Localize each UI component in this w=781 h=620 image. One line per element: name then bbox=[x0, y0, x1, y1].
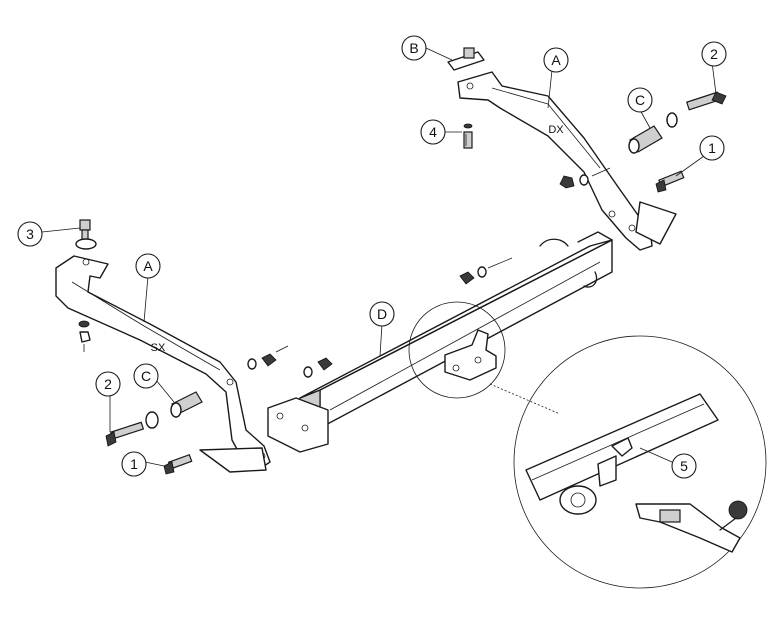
callout-a-right-label: A bbox=[551, 52, 561, 68]
callout-2-right-label: 2 bbox=[710, 46, 718, 62]
callout-a-left: A bbox=[135, 253, 161, 279]
callout-2-left: 2 bbox=[95, 371, 121, 397]
callout-4-label: 4 bbox=[429, 124, 437, 140]
spacer-c-dx bbox=[628, 112, 678, 154]
callout-d: D bbox=[369, 301, 395, 327]
callout-2-right: 2 bbox=[701, 41, 727, 67]
bracket-dx-label: DX bbox=[548, 124, 564, 136]
callout-a-left-label: A bbox=[143, 258, 153, 274]
detail-magnifier bbox=[408, 301, 767, 589]
callout-3-label: 3 bbox=[26, 226, 34, 242]
clip-b bbox=[447, 47, 485, 71]
spacer-c-sx bbox=[145, 391, 203, 429]
bracket-sx-label: SX bbox=[151, 342, 166, 354]
bolt-2-sx bbox=[105, 421, 145, 447]
callout-a-right: A bbox=[543, 47, 569, 73]
callout-c-right-label: C bbox=[635, 92, 645, 108]
crossbar-end-plate bbox=[267, 397, 329, 453]
crossbar-d bbox=[299, 231, 613, 435]
callout-b-label: B bbox=[409, 40, 418, 56]
nut-washer-dx bbox=[559, 167, 611, 189]
callout-d-label: D bbox=[377, 306, 387, 322]
callout-5-label: 5 bbox=[680, 458, 688, 474]
callout-4: 4 bbox=[420, 119, 446, 145]
callout-b: B bbox=[401, 35, 427, 61]
leader-lines bbox=[41, 47, 717, 467]
coupling-bracket-plate bbox=[444, 329, 497, 381]
bracket-sx bbox=[55, 255, 271, 473]
callout-c-left-label: C bbox=[141, 368, 151, 384]
bolt-1-dx bbox=[655, 170, 685, 193]
callout-c-left: C bbox=[133, 363, 159, 389]
nuts-crossbar bbox=[459, 257, 513, 285]
callout-5: 5 bbox=[671, 453, 697, 479]
bolt-4 bbox=[463, 123, 473, 149]
bolt-1-sx bbox=[163, 453, 193, 475]
callout-2-left-label: 2 bbox=[104, 376, 112, 392]
nuts-sx bbox=[247, 345, 333, 378]
bracket-dx bbox=[457, 71, 677, 251]
callout-1-right-label: 1 bbox=[708, 140, 716, 156]
callout-1-right: 1 bbox=[699, 135, 725, 161]
callout-c-right: C bbox=[627, 87, 653, 113]
bolt-2-dx bbox=[686, 91, 727, 111]
callout-3: 3 bbox=[17, 221, 43, 247]
bolt-3 bbox=[75, 219, 97, 250]
callout-1-left-label: 1 bbox=[130, 456, 138, 472]
callout-1-left: 1 bbox=[121, 451, 147, 477]
nut-under-sx bbox=[78, 320, 91, 352]
